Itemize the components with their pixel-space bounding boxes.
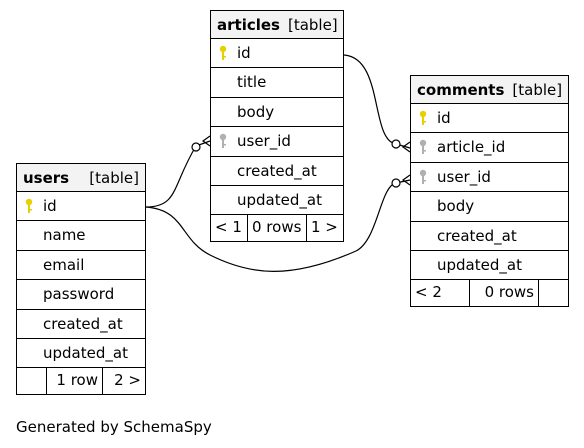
primary-key-icon xyxy=(25,198,33,213)
column-name: updated_at xyxy=(43,343,128,362)
table-comments[interactable]: comments [table] id article_id user_id b… xyxy=(410,75,569,308)
row-count: 0 rows xyxy=(248,215,307,242)
foreign-key-icon xyxy=(419,169,427,184)
primary-key-icon xyxy=(419,110,427,125)
column-row[interactable]: title xyxy=(211,68,343,98)
generator-note: Generated by SchemaSpy xyxy=(16,418,212,436)
table-footer: 1 row 2 > xyxy=(17,368,145,395)
relationship-crowfoot xyxy=(201,135,211,147)
column-row[interactable]: updated_at xyxy=(17,339,145,369)
table-name: users xyxy=(23,168,70,187)
column-name: body xyxy=(437,197,475,216)
column-name: password xyxy=(43,285,115,304)
table-name: articles xyxy=(217,15,280,34)
relationship-optional-marker xyxy=(391,139,401,149)
column-name: id xyxy=(237,44,251,62)
column-row[interactable]: email xyxy=(17,251,145,281)
column-row[interactable]: updated_at xyxy=(411,251,568,281)
table-footer: < 1 0 rows 1 > xyxy=(211,215,343,242)
column-name: updated_at xyxy=(237,190,322,209)
column-name: name xyxy=(43,226,86,245)
column-name: user_id xyxy=(237,132,291,151)
children-link[interactable] xyxy=(539,280,568,306)
column-row[interactable]: id xyxy=(17,192,145,222)
column-name: id xyxy=(43,197,57,215)
table-name: comments xyxy=(417,80,505,99)
column-row[interactable]: created_at xyxy=(17,310,145,339)
column-name: created_at xyxy=(437,226,517,245)
table-kind: [table] xyxy=(287,15,338,34)
relationship-optional-marker xyxy=(191,142,201,152)
column-row[interactable]: user_id xyxy=(211,127,343,157)
column-name: created_at xyxy=(237,161,317,180)
table-users[interactable]: users [table] id name email password cre… xyxy=(16,163,146,396)
column-row[interactable]: updated_at xyxy=(211,186,343,216)
parents-link[interactable] xyxy=(17,368,47,395)
column-row[interactable]: created_at xyxy=(211,157,343,186)
relationship-optional-marker xyxy=(391,178,401,188)
column-name: article_id xyxy=(437,138,506,157)
parents-link[interactable]: < 1 xyxy=(211,215,248,242)
children-link[interactable]: 2 > xyxy=(114,371,141,390)
table-header: comments [table] xyxy=(411,76,568,104)
column-name: created_at xyxy=(43,314,123,333)
column-name: title xyxy=(237,73,267,92)
children-link[interactable]: 1 > xyxy=(311,218,338,237)
primary-key-icon xyxy=(219,45,227,60)
column-row[interactable]: id xyxy=(211,39,343,69)
table-articles[interactable]: articles [table] id title body user_id c… xyxy=(210,10,344,243)
table-header: users [table] xyxy=(17,164,145,192)
column-row[interactable]: body xyxy=(411,192,568,222)
row-count: 0 rows xyxy=(470,280,539,307)
column-row[interactable]: body xyxy=(211,98,343,128)
column-row[interactable]: created_at xyxy=(411,222,568,251)
foreign-key-icon xyxy=(419,140,427,155)
foreign-key-icon xyxy=(219,133,227,149)
relationship-crowfoot xyxy=(401,141,411,153)
column-row[interactable]: user_id xyxy=(411,163,568,193)
column-row[interactable]: id xyxy=(411,104,568,134)
relationship-users-articles xyxy=(145,140,211,208)
relationship-users-comments xyxy=(145,179,411,272)
column-name: updated_at xyxy=(437,255,522,274)
column-row[interactable]: password xyxy=(17,280,145,310)
column-name: user_id xyxy=(437,167,491,186)
column-name: email xyxy=(43,255,85,274)
column-row[interactable]: name xyxy=(17,221,145,251)
column-name: id xyxy=(437,109,451,127)
table-kind: [table] xyxy=(512,80,563,99)
table-kind: [table] xyxy=(89,168,139,187)
parents-link[interactable]: < 2 xyxy=(411,280,470,307)
table-header: articles [table] xyxy=(211,11,343,39)
relationship-articles-comments xyxy=(343,54,411,149)
column-row[interactable]: article_id xyxy=(411,133,568,163)
relationship-crowfoot xyxy=(401,174,411,186)
column-name: body xyxy=(237,102,275,121)
table-footer: < 2 0 rows xyxy=(411,280,568,307)
row-count: 1 row xyxy=(47,368,103,395)
